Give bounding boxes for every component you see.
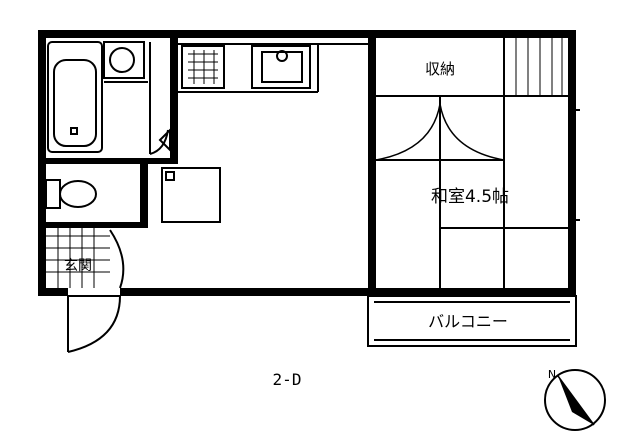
japanese-room xyxy=(375,38,580,288)
washbasin xyxy=(103,41,145,79)
sink xyxy=(251,45,311,89)
entrance-door-swing xyxy=(67,295,122,353)
compass-circle xyxy=(544,369,606,431)
compass-north-label: N xyxy=(548,368,556,381)
interior-walls xyxy=(38,38,376,296)
toilet-tank xyxy=(45,179,61,209)
storage-label: 収納 xyxy=(425,60,455,78)
bathroom xyxy=(47,41,171,155)
balcony xyxy=(367,295,577,347)
japanese-room-label: 和室4.5帖 xyxy=(431,187,509,207)
balcony-label: バルコニー xyxy=(428,312,508,331)
toilet-room xyxy=(45,167,221,223)
closet-door-swing xyxy=(375,103,505,161)
stove-grid xyxy=(188,50,218,84)
entrance-tiles xyxy=(46,228,110,288)
stove xyxy=(181,45,225,89)
bath-door-swing xyxy=(149,129,169,155)
toilet-bowl xyxy=(59,180,97,208)
bathtub-inner xyxy=(53,59,97,147)
entrance-label: 玄関 xyxy=(64,257,92,274)
kitchen xyxy=(178,43,368,93)
entrance xyxy=(46,228,125,353)
unit-label: 2-D xyxy=(273,370,302,389)
compass: N xyxy=(544,368,606,431)
bathtub xyxy=(47,41,103,153)
stairs xyxy=(515,38,563,96)
